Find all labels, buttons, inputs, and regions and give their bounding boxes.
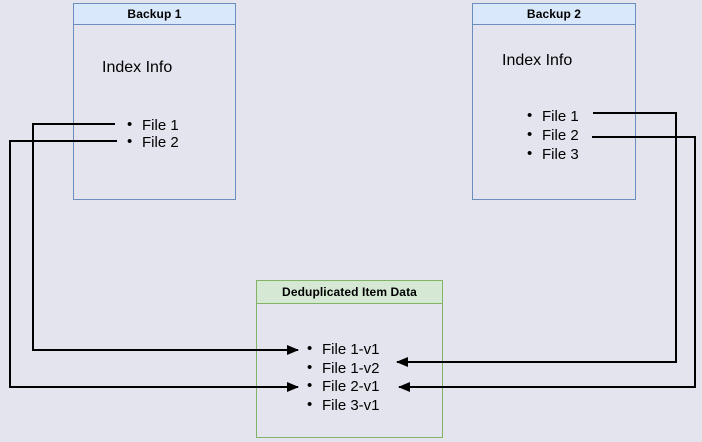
list-item-dedup-file3-v1: File 3-v1 (307, 396, 380, 416)
list-item-backup2-file1: File 1 (527, 106, 579, 126)
backup1-index-info-label: Index Info (102, 59, 173, 76)
dedup-title: Deduplicated Item Data (257, 281, 442, 304)
list-item-dedup-file1-v2: File 1-v2 (307, 359, 380, 379)
dedup-file-list: File 1-v1 File 1-v2 File 2-v1 File 3-v1 (307, 340, 380, 416)
backup1-file-list: File 1 File 2 (127, 116, 179, 151)
dedup-box: Deduplicated Item Data File 1-v1 File 1-… (256, 280, 443, 438)
backup2-box: Backup 2 Index Info File 1 File 2 File 3 (472, 3, 636, 200)
list-item-backup2-file3: File 3 (527, 144, 579, 164)
list-item-backup2-file2: File 2 (527, 125, 579, 145)
backup2-index-info-label: Index Info (502, 52, 573, 69)
list-item-backup1-file1: File 1 (127, 116, 179, 134)
backup1-title: Backup 1 (74, 4, 235, 25)
list-item-dedup-file1-v1: File 1-v1 (307, 340, 380, 360)
backup2-title: Backup 2 (473, 4, 635, 25)
backup1-box: Backup 1 Index Info File 1 File 2 (73, 3, 236, 200)
backup2-file-list: File 1 File 2 File 3 (527, 106, 579, 164)
list-item-backup1-file2: File 2 (127, 133, 179, 151)
list-item-dedup-file2-v1: File 2-v1 (307, 377, 380, 397)
